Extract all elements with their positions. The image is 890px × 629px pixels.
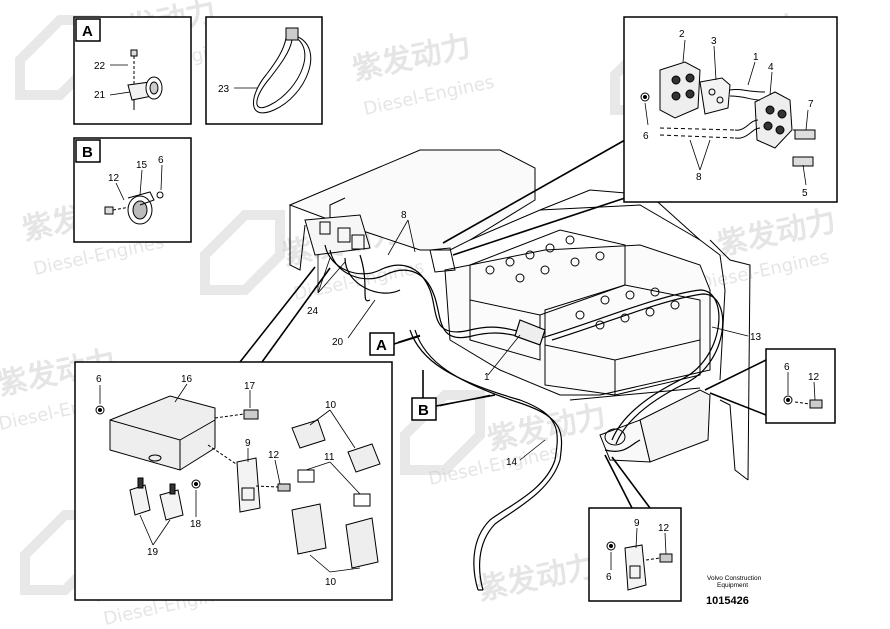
callout-6-tr: 6	[643, 131, 649, 142]
inset-terminal-block: 2 3 1 4 7 6 8 5	[623, 16, 838, 203]
callout-4: 4	[768, 62, 774, 73]
callout-3: 3	[711, 36, 717, 47]
watermark-en-6: Diesel-Engines	[697, 247, 831, 295]
main-tag-a: A	[369, 332, 421, 356]
inset-pointer-lines	[239, 139, 767, 509]
callout-6-b: 6	[158, 155, 164, 166]
callout-9-ll: 9	[245, 438, 251, 449]
main-tag-a-label: A	[376, 337, 387, 354]
callout-12-bottom: 12	[658, 523, 670, 534]
main-tag-b: B	[411, 394, 496, 421]
callout-6-bottom: 6	[606, 572, 612, 583]
callout-24: 24	[307, 306, 319, 317]
callout-12-ll: 12	[268, 450, 280, 461]
callout-7: 7	[808, 99, 814, 110]
watermark-cn-9: 紫发动力	[474, 549, 599, 608]
inset-bolt-washer: 6 12	[765, 348, 836, 424]
callout-17: 17	[244, 381, 256, 392]
inset-bracket: 9 12 6	[588, 507, 682, 602]
callout-13: 13	[750, 332, 762, 343]
inset-a: A 22 21	[73, 16, 192, 125]
inset-b: B 12 15 6	[73, 137, 192, 243]
callout-10-bottom: 10	[325, 577, 337, 588]
callout-8-tr: 8	[696, 172, 702, 183]
callout-19: 19	[147, 547, 159, 558]
callout-11: 11	[324, 452, 335, 463]
callout-1-main: 1	[484, 372, 490, 383]
callout-12-b: 12	[108, 173, 120, 184]
callout-18: 18	[190, 519, 202, 530]
callout-15: 15	[136, 160, 148, 171]
footer-drawing-number: 1015426	[706, 595, 749, 607]
callout-16: 16	[181, 374, 193, 385]
main-tag-b-label: B	[418, 402, 429, 419]
inset-cable-tie: 23	[205, 16, 323, 125]
callout-20: 20	[332, 337, 344, 348]
footer-company-line1: Volvo Construction	[707, 575, 762, 582]
callout-6-ll: 6	[96, 374, 102, 385]
callout-23: 23	[218, 84, 230, 95]
callout-21: 21	[94, 90, 106, 101]
callout-2: 2	[679, 29, 685, 40]
callout-14: 14	[506, 457, 518, 468]
callout-6-r: 6	[784, 362, 790, 373]
callout-12-r: 12	[808, 372, 820, 383]
wiring-harness	[324, 244, 724, 591]
inset-a-tag: A	[82, 23, 93, 40]
drawing-footer: Volvo Construction Equipment 1015426	[706, 575, 762, 607]
callout-10-top: 10	[325, 400, 337, 411]
callout-5: 5	[802, 188, 808, 199]
inset-b-tag: B	[82, 144, 93, 161]
callout-9-b: 9	[634, 518, 640, 529]
callout-8-main: 8	[401, 210, 407, 221]
callout-1-tr: 1	[753, 52, 759, 63]
footer-company-line2: Equipment	[717, 582, 748, 589]
callout-22: 22	[94, 61, 106, 72]
main-callouts: 8 24 20 1 13 14	[307, 210, 762, 468]
inset-relay-box: 6 16 17 10 9 12 11 18 19 10	[74, 361, 393, 601]
